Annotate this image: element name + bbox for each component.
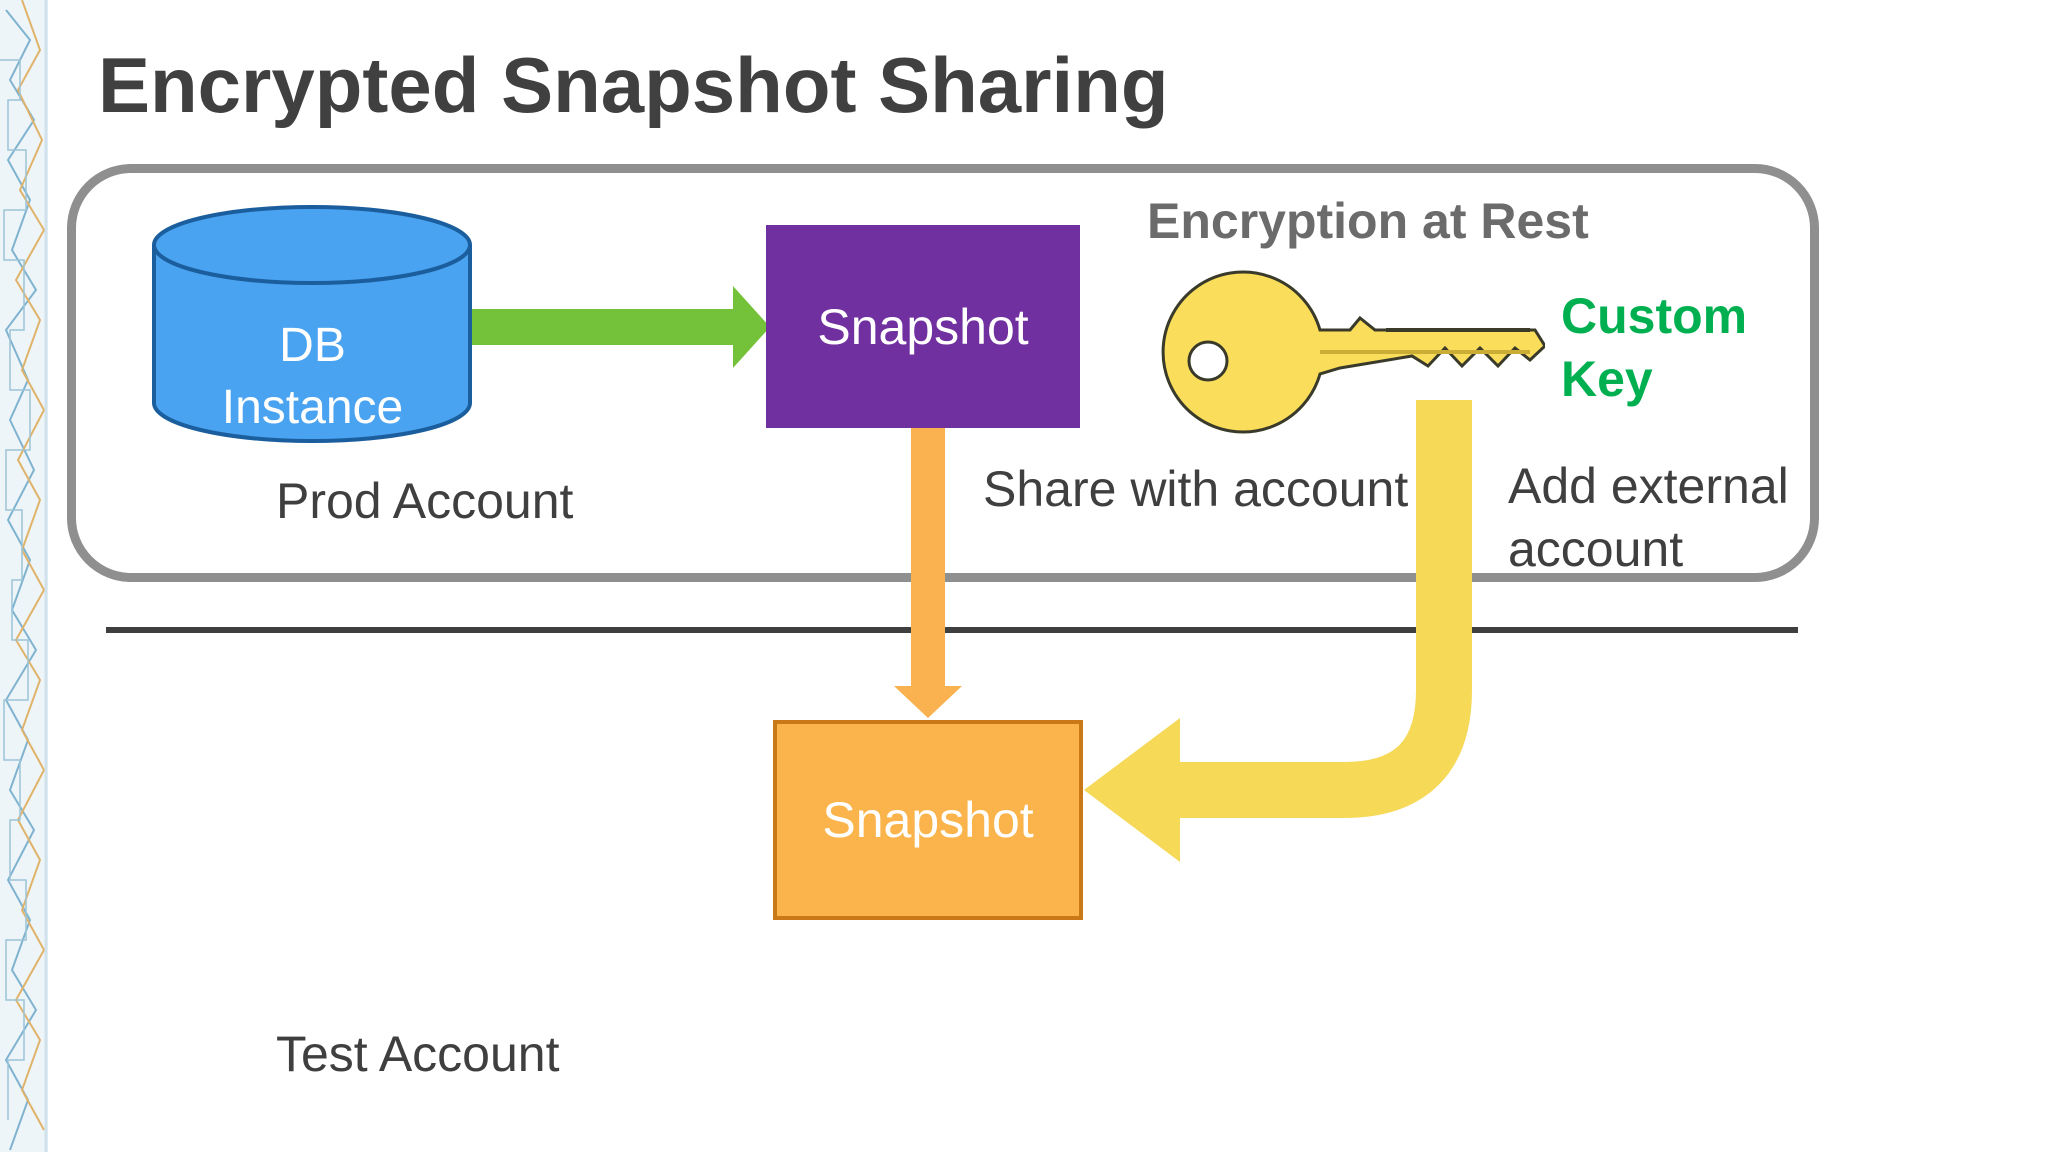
custom-key-label: Custom Key xyxy=(1561,285,1747,411)
encryption-heading: Encryption at Rest xyxy=(1147,193,1589,249)
source-snapshot-label: Snapshot xyxy=(817,298,1029,355)
custom-key-line1: Custom xyxy=(1561,288,1748,344)
test-account-label: Test Account xyxy=(276,1026,560,1082)
key-icon xyxy=(1161,270,1545,434)
decorative-side-pattern xyxy=(0,0,48,1152)
add-external-line1: Add external xyxy=(1508,458,1789,514)
copied-snapshot-label: Snapshot xyxy=(822,792,1034,848)
create-snapshot-arrow xyxy=(468,286,770,368)
key-share-arrow xyxy=(1180,400,1472,818)
db-label-line2: Instance xyxy=(221,381,404,434)
source-snapshot-box: Snapshot xyxy=(766,225,1080,428)
db-instance-label: DB Instance xyxy=(160,315,465,439)
custom-key-line2: Key xyxy=(1561,351,1653,407)
copy-snapshot-arrow xyxy=(894,428,962,718)
db-label-line1: DB xyxy=(279,319,346,372)
slide-title: Encrypted Snapshot Sharing xyxy=(98,41,1169,129)
key-share-arrowhead xyxy=(1084,718,1180,862)
copied-snapshot-box: Snapshot xyxy=(773,720,1083,920)
db-instance-cylinder xyxy=(152,205,472,443)
share-with-account-label: Share with account xyxy=(983,461,1409,517)
add-external-account-label: Add external account xyxy=(1508,455,1789,581)
prod-account-label: Prod Account xyxy=(276,473,574,529)
add-external-line2: account xyxy=(1508,521,1684,577)
account-divider-line xyxy=(106,627,1798,633)
